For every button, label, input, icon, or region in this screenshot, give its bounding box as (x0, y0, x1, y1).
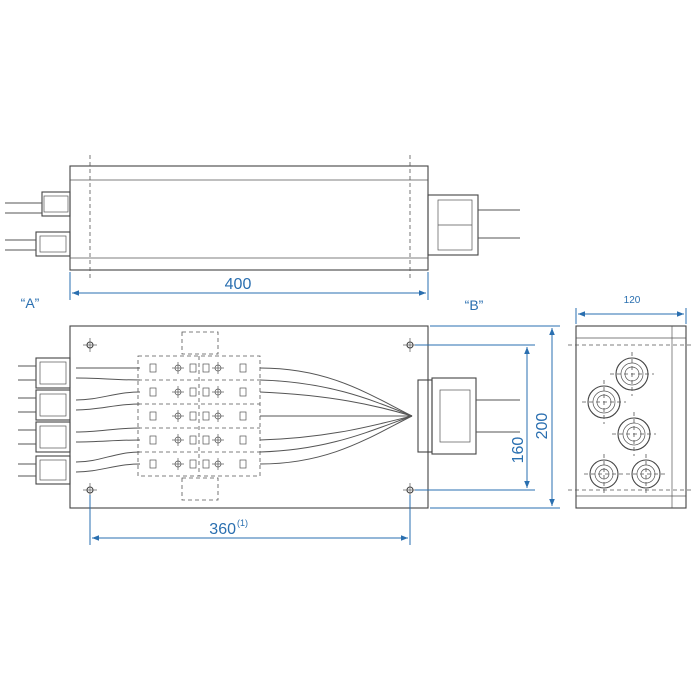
left-wires (75, 367, 141, 473)
dim-mount-width-note: (1) (237, 518, 248, 528)
dim-length-400: 400 (225, 276, 252, 293)
dim-mount-height-160: 160 (510, 437, 527, 464)
mounting-holes (83, 338, 417, 497)
view-label-b: “B” (465, 297, 484, 313)
side-view: 120 (568, 295, 694, 509)
dim-depth-120: 120 (624, 295, 641, 306)
dim-height-200: 200 (534, 413, 551, 440)
front-left-glands (18, 357, 71, 485)
top-right-gland (427, 194, 520, 256)
dim-mount-width-360: 360 (209, 521, 236, 538)
terminal-block (137, 331, 261, 501)
front-right-gland (417, 377, 520, 455)
front-view-body (69, 325, 429, 509)
internal-wires (259, 367, 413, 465)
front-view: 360 (1) 160 200 (18, 325, 560, 545)
top-view: 400 (5, 155, 520, 300)
view-label-a: “A” (21, 295, 40, 311)
top-left-glands (5, 191, 71, 257)
top-view-body (69, 165, 429, 271)
side-gland-openings (582, 352, 666, 494)
side-view-body (575, 325, 687, 509)
